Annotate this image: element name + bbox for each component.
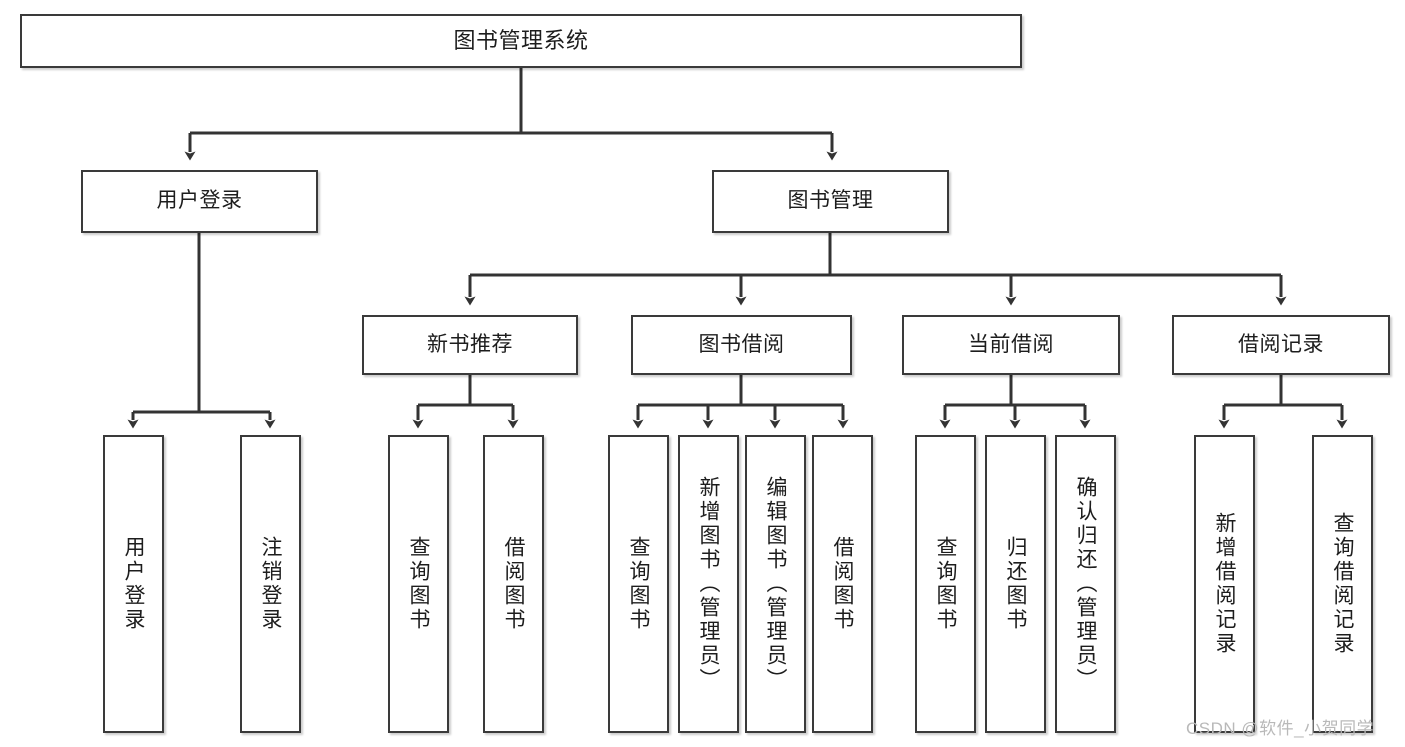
node-borrow-record-label: 借阅记录 — [1238, 332, 1324, 356]
node-leaf-return-book[interactable]: 归还图书 — [985, 435, 1046, 733]
node-leaf-user-login[interactable]: 用户登录 — [103, 435, 164, 733]
node-leaf-add-borrow-record-label: 新增借阅记录 — [1213, 512, 1236, 656]
node-current-borrow[interactable]: 当前借阅 — [902, 315, 1120, 375]
node-user-login[interactable]: 用户登录 — [81, 170, 318, 233]
node-borrow-record[interactable]: 借阅记录 — [1172, 315, 1390, 375]
node-root-label: 图书管理系统 — [453, 28, 589, 54]
node-leaf-query-book-3[interactable]: 查询图书 — [915, 435, 976, 733]
node-leaf-borrow-book-2[interactable]: 借阅图书 — [812, 435, 873, 733]
node-leaf-query-borrow-record-label: 查询借阅记录 — [1331, 512, 1354, 656]
node-book-management-label: 图书管理 — [787, 189, 874, 213]
node-book-borrow[interactable]: 图书借阅 — [631, 315, 852, 375]
node-leaf-query-book-3-label: 查询图书 — [934, 536, 957, 632]
node-leaf-user-login-label: 用户登录 — [122, 536, 145, 632]
node-leaf-query-book-1[interactable]: 查询图书 — [388, 435, 449, 733]
node-new-book-recommend-label: 新书推荐 — [427, 332, 513, 356]
node-leaf-logout-login-label: 注销登录 — [259, 536, 282, 632]
node-leaf-confirm-return[interactable]: 确认归还（管理员） — [1055, 435, 1116, 733]
node-leaf-query-book-2[interactable]: 查询图书 — [608, 435, 669, 733]
node-root[interactable]: 图书管理系统 — [20, 14, 1022, 68]
node-book-management[interactable]: 图书管理 — [712, 170, 949, 233]
node-leaf-add-book[interactable]: 新增图书（管理员） — [678, 435, 739, 733]
node-new-book-recommend[interactable]: 新书推荐 — [362, 315, 578, 375]
node-leaf-edit-book-label: 编辑图书（管理员） — [764, 476, 787, 692]
node-leaf-add-book-label: 新增图书（管理员） — [697, 476, 720, 692]
node-leaf-borrow-book-1[interactable]: 借阅图书 — [483, 435, 544, 733]
node-leaf-add-borrow-record[interactable]: 新增借阅记录 — [1194, 435, 1255, 733]
node-leaf-borrow-book-2-label: 借阅图书 — [831, 536, 854, 632]
node-leaf-logout-login[interactable]: 注销登录 — [240, 435, 301, 733]
node-leaf-borrow-book-1-label: 借阅图书 — [502, 536, 525, 632]
node-current-borrow-label: 当前借阅 — [968, 332, 1054, 356]
node-book-borrow-label: 图书借阅 — [698, 332, 785, 356]
node-leaf-confirm-return-label: 确认归还（管理员） — [1074, 476, 1097, 692]
node-leaf-return-book-label: 归还图书 — [1004, 536, 1027, 632]
node-leaf-edit-book[interactable]: 编辑图书（管理员） — [745, 435, 806, 733]
node-leaf-query-book-2-label: 查询图书 — [627, 536, 650, 632]
node-leaf-query-borrow-record[interactable]: 查询借阅记录 — [1312, 435, 1373, 733]
node-leaf-query-book-1-label: 查询图书 — [407, 536, 430, 632]
node-user-login-label: 用户登录 — [156, 189, 243, 213]
